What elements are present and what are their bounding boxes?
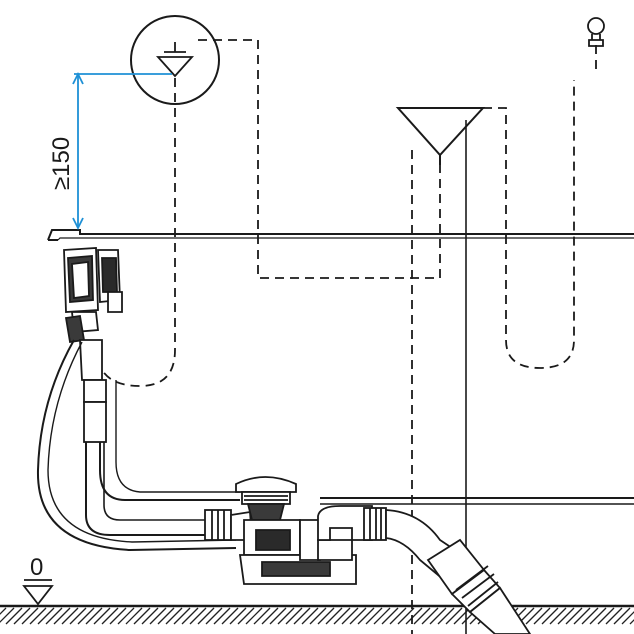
hatch-line <box>549 607 567 625</box>
hatch-line <box>29 607 47 625</box>
hatch-line <box>245 607 263 625</box>
hatch-line <box>525 607 543 625</box>
drain-trap <box>204 476 387 585</box>
hatch-line <box>5 607 23 625</box>
hatch-line <box>77 607 95 625</box>
hatch-line <box>141 607 159 625</box>
hatch-line <box>189 607 207 625</box>
hatch-line <box>629 619 634 625</box>
hatch-line <box>533 607 551 625</box>
hatch-line <box>53 607 71 625</box>
hatch-line <box>357 607 375 625</box>
hatch-line <box>349 607 367 625</box>
bowden-cable <box>36 339 237 552</box>
hatch-line <box>341 607 359 625</box>
hatch-line <box>0 607 15 623</box>
hatch-line <box>421 607 439 625</box>
hatch-line <box>61 607 79 625</box>
hatch-line <box>309 607 327 625</box>
light-bulb-icon <box>587 17 605 47</box>
hatch-line <box>565 607 583 625</box>
hatch-line <box>381 607 399 625</box>
hatch-line <box>573 607 591 625</box>
hatch-line <box>253 607 271 625</box>
hatch-line <box>69 607 87 625</box>
dimension-label: ≥150 <box>48 137 75 190</box>
hatch-line <box>605 607 623 625</box>
hatch-line <box>221 607 239 625</box>
height-dimension <box>72 71 172 231</box>
floor <box>0 604 634 625</box>
water-level-triangle-icon <box>155 42 195 78</box>
hatch-line <box>165 607 183 625</box>
hatch-line <box>197 607 215 625</box>
hatch-line <box>365 607 383 625</box>
hatch-line <box>237 607 255 625</box>
overflow-unit <box>63 247 123 443</box>
hatch-line <box>133 607 151 625</box>
hatch-line <box>37 607 55 625</box>
hatch-line <box>157 607 175 625</box>
hatch-line <box>445 607 463 625</box>
hatch-line <box>301 607 319 625</box>
hatch-line <box>93 607 111 625</box>
hatch-line <box>613 607 631 625</box>
hatch-line <box>405 607 423 625</box>
hatch-line <box>373 607 391 625</box>
hatch-line <box>101 607 119 625</box>
hatch-line <box>293 607 311 625</box>
hatch-line <box>277 607 295 625</box>
hatch-line <box>261 607 279 625</box>
bathtub-body <box>99 380 634 505</box>
hatch-line <box>13 607 31 625</box>
hatch-line <box>173 607 191 625</box>
hatch-line <box>181 607 199 625</box>
hatch-line <box>45 607 63 625</box>
hatch-line <box>541 607 559 625</box>
hatch-line <box>389 607 407 625</box>
hatch-line <box>269 607 287 625</box>
hatch-line <box>85 607 103 625</box>
hatch-line <box>117 607 135 625</box>
hatch-line <box>109 607 127 625</box>
hatch-line <box>333 607 351 625</box>
hatch-line <box>429 607 447 625</box>
water-level-marker <box>130 15 220 105</box>
hatch-line <box>453 607 471 625</box>
overflow-pipe <box>85 442 205 536</box>
hatch-line <box>21 607 39 625</box>
dashed-service-lines <box>101 39 597 634</box>
hatch-line <box>621 611 634 625</box>
hatch-line <box>125 607 143 625</box>
hatch-line <box>557 607 575 625</box>
hatch-line <box>589 607 607 625</box>
bathtub-rim <box>47 229 634 241</box>
hatch-line <box>285 607 303 625</box>
floor-hatching <box>0 607 634 625</box>
hatch-line <box>213 607 231 625</box>
hatch-line <box>325 607 343 625</box>
hatch-line <box>229 607 247 625</box>
hatch-line <box>597 607 615 625</box>
hatch-line <box>581 607 599 625</box>
floor-level-marker: 0 <box>22 554 54 606</box>
hatch-line <box>397 607 415 625</box>
hatch-line <box>437 607 455 625</box>
floor-level-label: 0 <box>30 554 43 581</box>
outlet-pipe <box>385 509 532 634</box>
hatch-line <box>205 607 223 625</box>
hatch-line <box>149 607 167 625</box>
hatch-line <box>317 607 335 625</box>
hatch-line <box>413 607 431 625</box>
hatch-line <box>0 607 7 615</box>
